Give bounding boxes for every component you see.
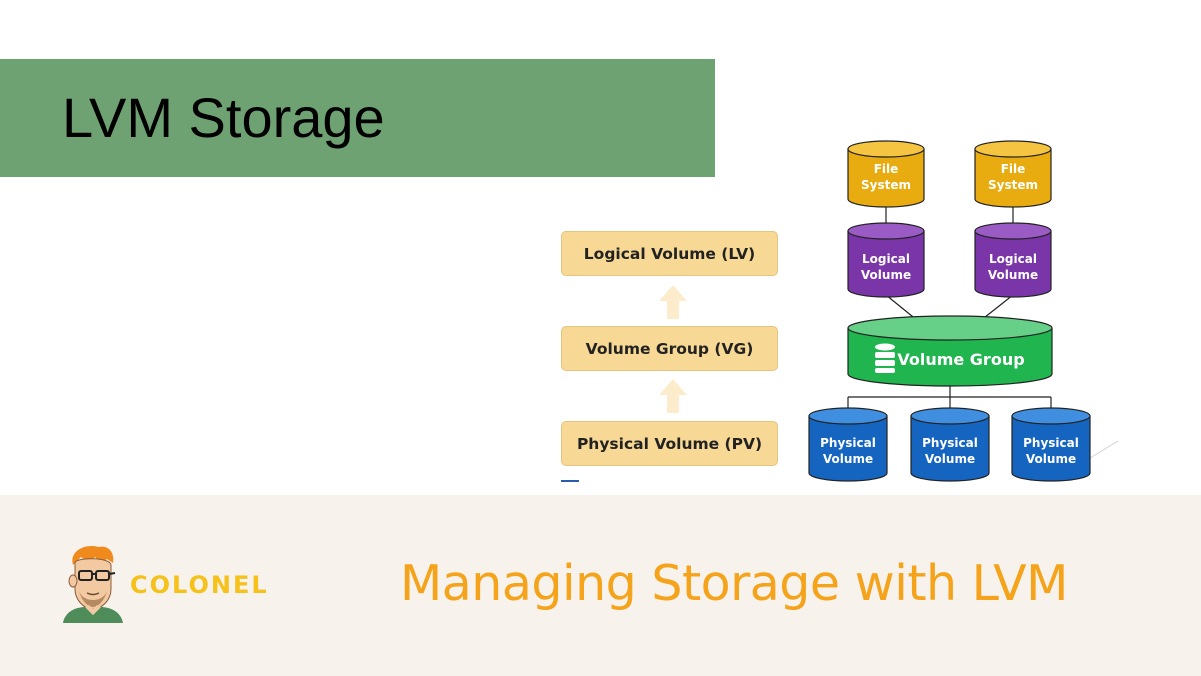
logical-volume-label: Logical <box>989 252 1037 266</box>
logical-volume-cylinder: Logical Volume <box>974 222 1052 298</box>
database-icon <box>875 343 895 373</box>
brand-name: COLONEL <box>130 571 269 599</box>
slide-title: LVM Storage <box>62 86 385 149</box>
physical-volume-cylinder: Physical Volume <box>910 407 990 482</box>
logical-volume-label: Logical <box>862 252 910 266</box>
physical-volume-label: Volume <box>925 452 975 466</box>
physical-volume-label: Volume <box>823 452 873 466</box>
volume-group-cylinder: Volume Group <box>847 315 1053 387</box>
footer-title: Managing Storage with LVM <box>400 555 1068 612</box>
physical-volume-label: Volume <box>1026 452 1076 466</box>
decorative-mark <box>561 480 579 482</box>
decorative-line <box>1089 440 1119 459</box>
layer-volume-group: Volume Group (VG) <box>561 326 778 371</box>
layer-logical-volume: Logical Volume (LV) <box>561 231 778 276</box>
physical-volume-label: Physical <box>820 436 876 450</box>
connector-lines <box>847 207 1052 410</box>
title-band <box>0 59 715 177</box>
up-arrow-icon <box>659 285 687 319</box>
volume-group-label: Volume Group <box>897 350 1024 369</box>
file-system-label: System <box>861 178 911 192</box>
lvm-architecture-diagram: File System File System Logical Volume L… <box>808 140 1119 482</box>
physical-volume-label: Physical <box>922 436 978 450</box>
up-arrow-icon <box>659 379 687 413</box>
footer-band <box>0 495 1201 676</box>
logical-volume-label: Volume <box>861 268 911 282</box>
file-system-label: File <box>874 162 899 176</box>
file-system-cylinder: File System <box>847 140 925 208</box>
file-system-label: System <box>988 178 1038 192</box>
logical-volume-label: Volume <box>988 268 1038 282</box>
layer-physical-volume: Physical Volume (PV) <box>561 421 778 466</box>
file-system-label: File <box>1001 162 1026 176</box>
colonel-mascot-logo <box>63 545 123 623</box>
physical-volume-cylinder: Physical Volume <box>808 407 888 482</box>
file-system-cylinder: File System <box>974 140 1052 208</box>
physical-volume-label: Physical <box>1023 436 1079 450</box>
logical-volume-cylinder: Logical Volume <box>847 222 925 298</box>
physical-volume-cylinder: Physical Volume <box>1011 407 1091 482</box>
